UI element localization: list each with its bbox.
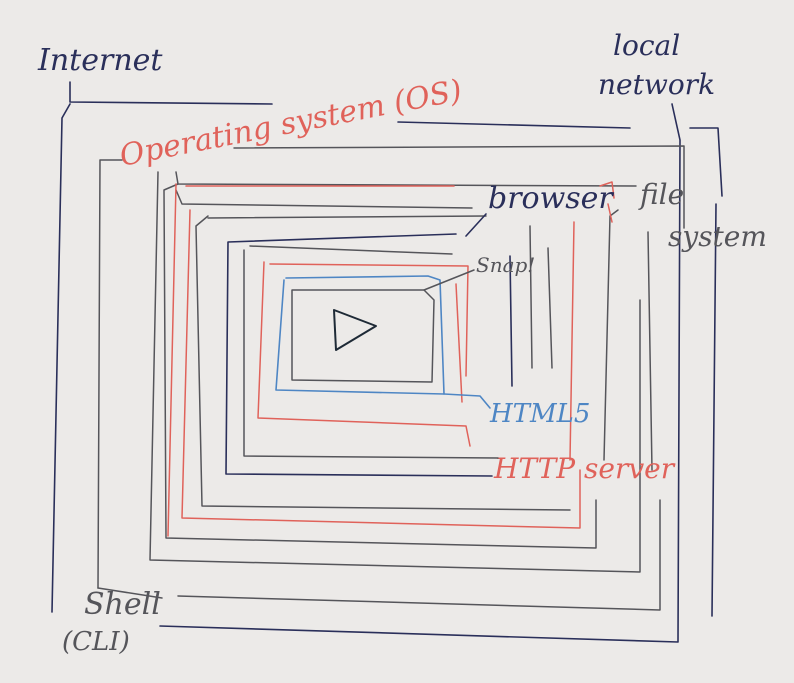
local-network-label-line1: local [613, 29, 680, 62]
stage-frame [291, 269, 475, 383]
snap-label: Snap! [476, 253, 535, 277]
file-system-label-line1: file [638, 178, 684, 211]
http-server-label: HTTP server [493, 452, 676, 485]
http-server-frame [167, 181, 615, 537]
local-network-label-line2: network [598, 68, 715, 101]
internet-label: Internet [37, 43, 163, 78]
file-system-label-line2: system [668, 220, 767, 253]
file-system-frame [163, 183, 653, 549]
cli-label: (CLI) [62, 627, 130, 657]
operating-system-frame [97, 145, 685, 599]
operating-system-label: Operating system (OS) [117, 73, 465, 174]
play-icon [333, 309, 377, 351]
local-network-frame [159, 103, 723, 643]
browser-label: browser [488, 181, 614, 216]
internet-frame [51, 81, 273, 613]
snap-frame [243, 245, 499, 459]
browser-frame [195, 213, 571, 511]
shell-label: Shell [84, 587, 161, 622]
html5-label: HTML5 [489, 399, 590, 429]
html5-frame [275, 275, 491, 409]
